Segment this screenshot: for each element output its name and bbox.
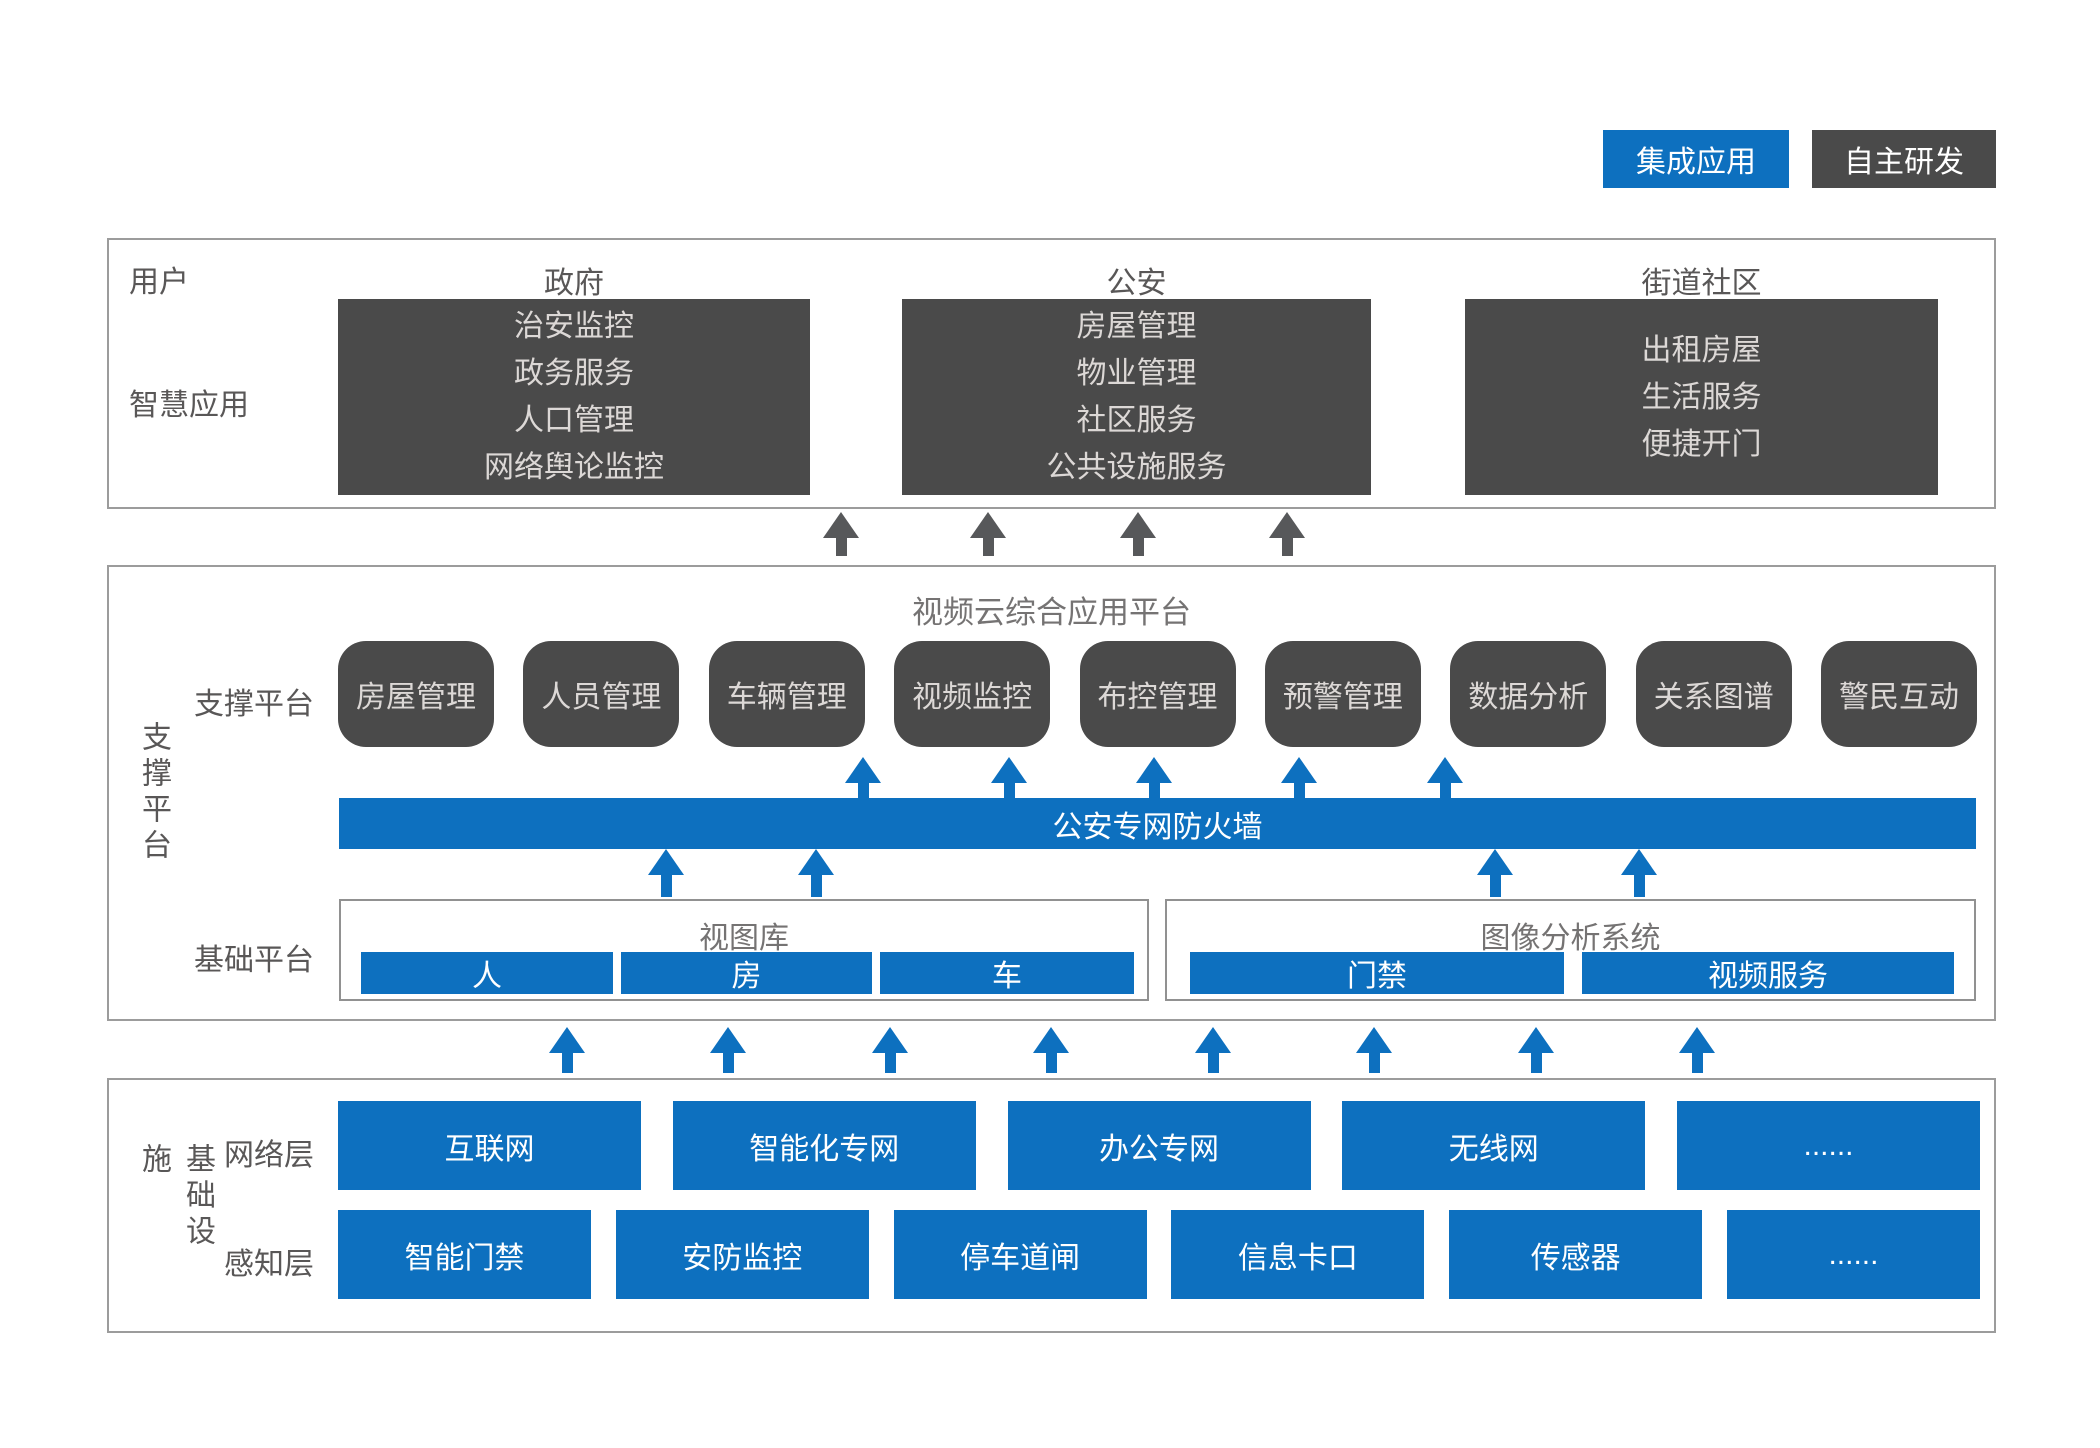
network-box: 办公专网 <box>1007 1101 1311 1190</box>
image-analysis-title: 图像分析系统 <box>1480 922 1661 955</box>
module-box: 预警管理 <box>1264 641 1421 747</box>
up-arrow <box>823 512 859 556</box>
column-header-community: 街道社区 <box>1641 267 1762 300</box>
view-library-cell: 车 <box>880 952 1134 994</box>
view-library-cell: 房 <box>621 952 872 994</box>
module-box: 布控管理 <box>1079 641 1236 747</box>
up-arrow <box>970 512 1006 556</box>
network-box: 互联网 <box>338 1101 641 1190</box>
app-item: 人口管理 <box>514 404 634 437</box>
up-arrow <box>1033 1027 1069 1073</box>
section-users: 用户 智慧应用 政府 公安 街道社区 治安监控 政务服务 人口管理 网络舆论监控… <box>107 238 1996 509</box>
legend-integrated-app: 集成应用 <box>1603 130 1789 188</box>
module-box: 视频监控 <box>894 641 1051 747</box>
network-box: 无线网 <box>1342 1101 1646 1190</box>
app-item: 房屋管理 <box>1076 310 1197 343</box>
sensing-box: 信息卡口 <box>1171 1210 1425 1299</box>
up-arrow <box>1427 757 1463 798</box>
network-box-more: ...... <box>1677 1101 1980 1190</box>
image-analysis-box: 图像分析系统 门禁 视频服务 <box>1165 899 1976 1001</box>
network-layer-label: 网络层 <box>224 1139 314 1172</box>
sensing-box: 智能门禁 <box>338 1210 591 1299</box>
up-arrow <box>872 1027 908 1073</box>
up-arrow <box>1518 1027 1554 1073</box>
sensing-box-more: ...... <box>1726 1210 1980 1299</box>
infrastructure-side-label: 基础设施 <box>137 1142 214 1251</box>
column-header-police: 公安 <box>1106 267 1167 300</box>
up-arrow <box>1269 512 1305 556</box>
up-arrow <box>1621 849 1657 897</box>
up-arrow <box>1679 1027 1715 1073</box>
up-arrow <box>1136 757 1172 798</box>
view-library-box: 视图库 人 房 车 <box>339 899 1149 1001</box>
up-arrow <box>1356 1027 1392 1073</box>
section-support-platform: 支撑平台 视频云综合应用平台 支撑平台 房屋管理 人员管理 车辆管理 视频监控 … <box>107 565 1996 1021</box>
image-analysis-cell: 视频服务 <box>1582 952 1954 994</box>
module-box: 数据分析 <box>1450 641 1607 747</box>
up-arrow <box>845 757 881 798</box>
app-item: 社区服务 <box>1076 404 1197 437</box>
base-platform-row-label: 基础平台 <box>194 944 314 977</box>
module-box: 警民互动 <box>1821 641 1977 747</box>
section-infrastructure: 基础设施 网络层 互联网 智能化专网 办公专网 无线网 ...... 感知层 智… <box>107 1078 1996 1333</box>
users-row-label: 用户 <box>129 266 189 299</box>
legend-self-developed: 自主研发 <box>1812 130 1996 188</box>
up-arrow <box>1477 849 1513 897</box>
support-row-label: 支撑平台 <box>194 688 314 721</box>
up-arrow <box>1281 757 1317 798</box>
smart-apps-label: 智慧应用 <box>129 389 249 422</box>
up-arrow <box>798 849 834 897</box>
sensing-box: 安防监控 <box>615 1210 869 1299</box>
app-item: 政务服务 <box>514 357 634 390</box>
sensing-box: 传感器 <box>1449 1210 1703 1299</box>
module-box: 房屋管理 <box>338 641 494 747</box>
support-modules-row: 房屋管理 人员管理 车辆管理 视频监控 布控管理 预警管理 数据分析 关系图谱 … <box>338 641 1977 747</box>
community-apps-box: 出租房屋 生活服务 便捷开门 <box>1465 299 1938 495</box>
view-library-title: 视图库 <box>699 922 789 955</box>
app-item: 出租房屋 <box>1641 333 1762 367</box>
column-header-government: 政府 <box>544 267 604 300</box>
view-library-cell: 人 <box>361 952 613 994</box>
platform-title: 视频云综合应用平台 <box>912 595 1191 630</box>
government-apps-box: 治安监控 政务服务 人口管理 网络舆论监控 <box>338 299 810 495</box>
app-item: 治安监控 <box>514 310 634 343</box>
up-arrow <box>1195 1027 1231 1073</box>
firewall-bar: 公安专网防火墙 <box>339 798 1976 849</box>
sensing-layer-row: 智能门禁 安防监控 停车道闸 信息卡口 传感器 ...... <box>338 1210 1980 1299</box>
module-box: 人员管理 <box>523 641 680 747</box>
support-side-label: 支撑平台 <box>137 721 170 865</box>
module-box: 车辆管理 <box>708 641 865 747</box>
app-item: 便捷开门 <box>1641 427 1762 461</box>
module-box: 关系图谱 <box>1635 641 1792 747</box>
network-layer-row: 互联网 智能化专网 办公专网 无线网 ...... <box>338 1101 1980 1190</box>
image-analysis-cell: 门禁 <box>1190 952 1564 994</box>
up-arrow <box>549 1027 585 1073</box>
app-item: 网络舆论监控 <box>484 451 664 484</box>
up-arrow <box>1120 512 1156 556</box>
network-box: 智能化专网 <box>672 1101 976 1190</box>
up-arrow <box>710 1027 746 1073</box>
app-item: 物业管理 <box>1076 357 1197 390</box>
sensing-box: 停车道闸 <box>893 1210 1147 1299</box>
police-apps-box: 房屋管理 物业管理 社区服务 公共设施服务 <box>902 299 1371 495</box>
up-arrow <box>991 757 1027 798</box>
app-item: 公共设施服务 <box>1046 451 1227 484</box>
sensing-layer-label: 感知层 <box>224 1248 314 1281</box>
up-arrow <box>648 849 684 897</box>
app-item: 生活服务 <box>1641 380 1762 414</box>
